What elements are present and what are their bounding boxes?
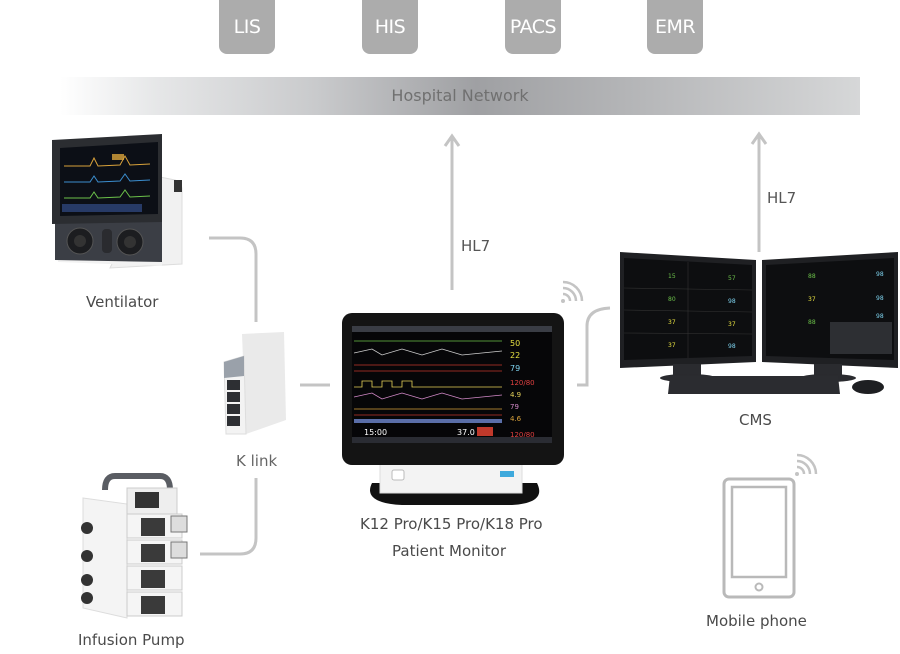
cms-link-line	[577, 306, 611, 387]
svg-text:80: 80	[668, 296, 676, 303]
svg-text:79: 79	[510, 364, 520, 373]
monitor-wifi-icon	[561, 280, 584, 303]
svg-text:57: 57	[728, 275, 736, 282]
infusion-pump-label: Infusion Pump	[78, 631, 185, 649]
pump-link-line	[200, 478, 258, 556]
cms-label: CMS	[739, 411, 772, 429]
svg-text:98: 98	[728, 343, 736, 350]
mobile-phone-icon	[722, 477, 796, 599]
svg-text:37.0: 37.0	[457, 428, 475, 437]
cms-hl7-arrow	[750, 131, 768, 252]
svg-text:88: 88	[808, 319, 816, 326]
ventilator-image	[50, 134, 185, 274]
klink-label: K link	[236, 452, 278, 470]
svg-text:50: 50	[510, 339, 520, 348]
svg-text:98: 98	[876, 271, 884, 278]
monitor-hl7-arrow	[443, 133, 461, 290]
svg-text:37: 37	[668, 342, 676, 349]
svg-text:88: 88	[808, 273, 816, 280]
ventilator-link-line	[209, 236, 258, 322]
svg-text:4.9: 4.9	[510, 391, 521, 399]
svg-text:98: 98	[876, 313, 884, 320]
infusion-pump-image	[75, 468, 195, 620]
system-lis: LIS	[219, 0, 275, 54]
ventilator-label: Ventilator	[86, 293, 159, 311]
svg-text:4.6: 4.6	[510, 415, 522, 423]
mobile-phone-label: Mobile phone	[706, 612, 807, 630]
hospital-network-bar: Hospital Network	[60, 77, 860, 115]
mobile-wifi-icon	[795, 453, 818, 476]
cms-workstation-image: 15 57 80 98 37 37 37 98 88 98 37 98 88 98	[618, 248, 900, 396]
system-pacs: PACS	[505, 0, 561, 54]
monitor-hl7-label: HL7	[461, 237, 491, 255]
system-his: HIS	[362, 0, 418, 54]
svg-text:120/80: 120/80	[510, 379, 535, 387]
hospital-network-label: Hospital Network	[391, 86, 529, 105]
svg-text:15: 15	[668, 273, 676, 280]
svg-text:37: 37	[668, 319, 676, 326]
svg-text:22: 22	[510, 351, 520, 360]
svg-text:15:00: 15:00	[364, 428, 387, 437]
klink-image	[222, 332, 292, 442]
monitor-model-label: K12 Pro/K15 Pro/K18 Pro	[360, 515, 543, 533]
patient-monitor-image: 50 22 79 120/80 4.9 79 4.6 120/80 15:00 …	[342, 313, 564, 509]
cms-hl7-label: HL7	[767, 189, 797, 207]
svg-text:120/80: 120/80	[510, 431, 535, 439]
monitor-type-label: Patient Monitor	[392, 542, 507, 560]
svg-text:37: 37	[808, 296, 816, 303]
svg-text:79: 79	[510, 403, 519, 411]
system-emr: EMR	[647, 0, 703, 54]
svg-text:37: 37	[728, 321, 736, 328]
svg-text:98: 98	[876, 295, 884, 302]
svg-text:98: 98	[728, 298, 736, 305]
